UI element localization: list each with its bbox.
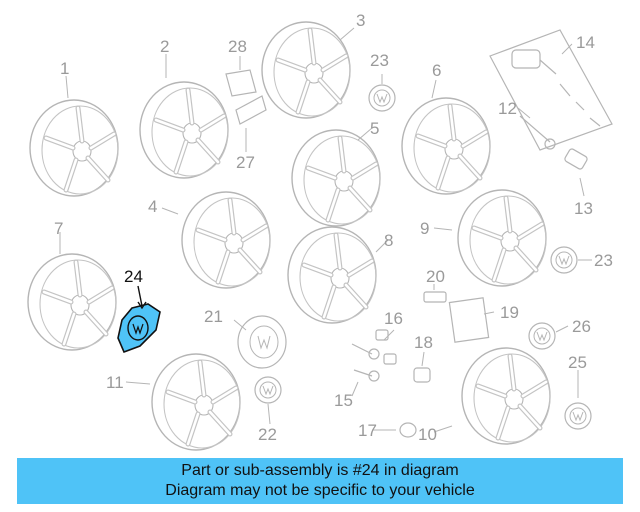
center-cap-25: [564, 402, 592, 430]
hub-cover-21: [237, 315, 287, 369]
wheel-2: [140, 82, 228, 178]
plug-17: [399, 422, 417, 438]
callout-8: 8: [384, 231, 393, 250]
banner-line-1: Part or sub-assembly is #24 in diagram: [181, 462, 459, 479]
callout-26: 26: [572, 317, 591, 336]
center-cap-23-top: [368, 84, 396, 112]
callout-4: 4: [148, 197, 157, 216]
info-banner: Part or sub-assembly is #24 in diagram D…: [17, 458, 623, 504]
callout-15: 15: [334, 391, 353, 410]
callout-1: 1: [60, 59, 69, 78]
callout-5: 5: [370, 119, 379, 138]
center-cap-26: [528, 322, 556, 350]
balance-weights-27-28: [225, 69, 267, 125]
wheel-9: [458, 190, 546, 286]
callout-23-top: 23: [370, 51, 389, 70]
wheel-7: [28, 254, 116, 350]
callout-2: 2: [160, 37, 169, 56]
wheel-10: [462, 348, 550, 444]
callout-19: 19: [500, 303, 519, 322]
callout-11: 11: [106, 373, 124, 392]
callout-10: 10: [418, 425, 437, 444]
callout-7: 7: [54, 219, 63, 238]
callout-6: 6: [432, 61, 441, 80]
callout-13: 13: [574, 199, 593, 218]
highlighted-part-24[interactable]: [117, 285, 161, 354]
callout-9: 9: [420, 219, 429, 238]
clip-20: [423, 291, 447, 303]
callout-23-right: 23: [594, 251, 613, 270]
center-cap-23-right: [550, 246, 578, 274]
wheel-6: [402, 98, 490, 194]
center-cap-22: [254, 376, 282, 404]
wheel-1: [30, 100, 118, 196]
wheel-4: [182, 192, 270, 288]
nut-18: [413, 367, 431, 383]
lug-bolts-15-16: [351, 329, 397, 382]
valve-cap-13: [564, 148, 588, 170]
callout-3: 3: [356, 11, 365, 30]
callout-12: 12: [498, 99, 517, 118]
callout-20: 20: [426, 267, 445, 286]
callout-24[interactable]: 24: [124, 267, 143, 286]
callout-17: 17: [358, 421, 377, 440]
label-19: [448, 297, 490, 343]
wheel-8: [288, 227, 376, 323]
callout-22: 22: [258, 425, 277, 444]
valve-stem-12: [519, 115, 556, 150]
wheel-3: [262, 22, 350, 118]
callout-18: 18: [414, 333, 433, 352]
wheel-11: [152, 354, 240, 450]
callout-14: 14: [576, 33, 595, 52]
wheel-5: [292, 130, 380, 226]
callout-25: 25: [568, 353, 587, 372]
callout-21: 21: [204, 307, 223, 326]
callout-27: 27: [236, 153, 255, 172]
callout-16: 16: [384, 309, 403, 328]
callout-28: 28: [228, 37, 247, 56]
banner-line-2: Diagram may not be specific to your vehi…: [165, 482, 475, 499]
leader-lines: [59, 27, 592, 433]
